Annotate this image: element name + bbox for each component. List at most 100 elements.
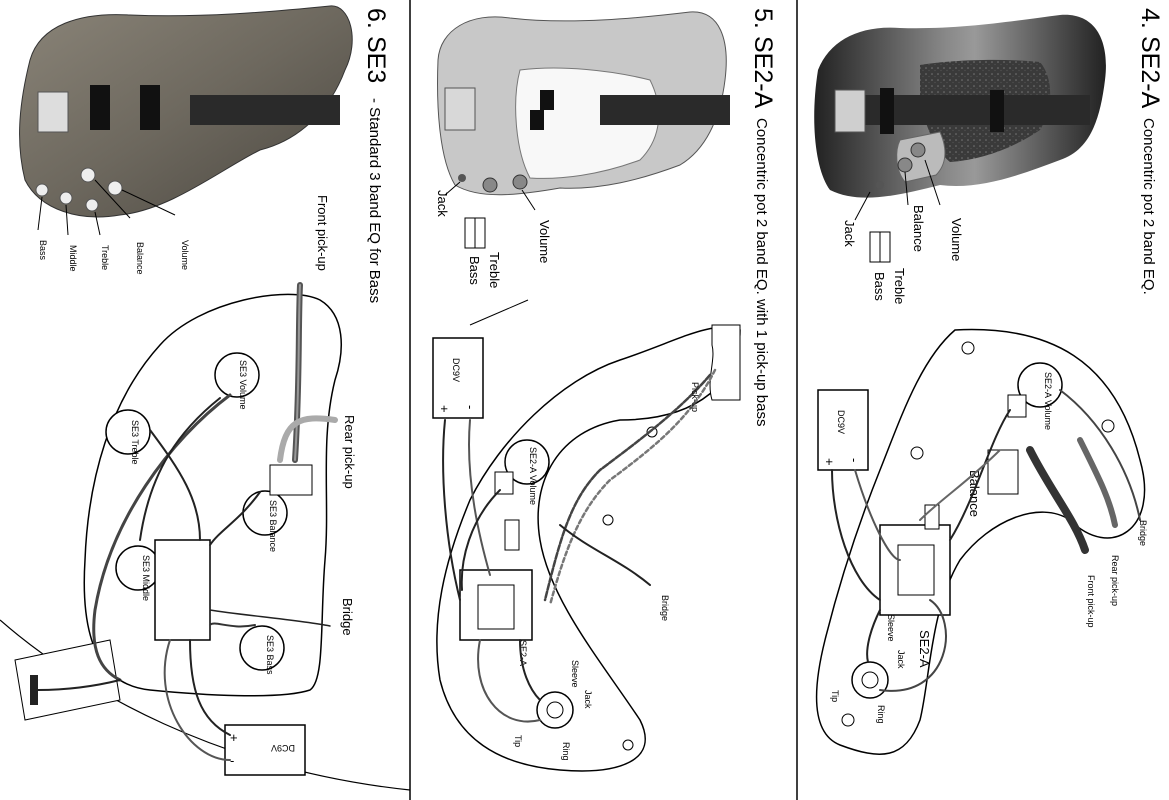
p4-label-bass: Bass xyxy=(872,272,887,301)
p4-jack: Jack Sleeve Tip Ring xyxy=(830,614,906,724)
panel-5-title: SE2-A xyxy=(749,36,777,109)
panel-6-title: SE3 xyxy=(362,36,390,83)
p4-front-pickup-label: Front pick-up xyxy=(1086,575,1096,628)
p6-label-volume: Volume xyxy=(180,240,190,270)
panel-4-number: 4. xyxy=(1136,8,1164,29)
p5-knob-volume xyxy=(512,174,528,190)
p4-pickguard xyxy=(815,328,1146,755)
precision-bass-photo xyxy=(437,11,730,196)
p6-knob-treble xyxy=(85,198,99,212)
panel-5-number: 5. xyxy=(749,8,777,29)
p4-bridge-label: Bridge xyxy=(1138,520,1148,546)
p5-battery: DC9V + - xyxy=(432,337,484,419)
p5-volume-pot-label: SE2-A Volume xyxy=(528,447,538,505)
p6-knob-volume xyxy=(107,180,123,196)
p5-bridge-label: Bridge xyxy=(660,595,670,621)
p4-knob-balance xyxy=(897,157,913,173)
p5-jack: Jack Sleeve Tip Ring xyxy=(513,660,593,761)
p4-battery-label: DC9V xyxy=(836,410,846,434)
p5-pickup-label: Pick-up xyxy=(690,382,700,412)
p6-pot-treble: SE3 Treble xyxy=(105,409,151,465)
p6-label-middle: Middle xyxy=(68,245,78,272)
p6-control-labels: Volume Balance Treble Middle Bass xyxy=(37,179,190,275)
p4-volume-pot: SE2-A Volume xyxy=(1007,362,1063,430)
svg-text:-: - xyxy=(463,405,478,409)
panel-6-subtitle: - Standard 3 band EQ for Bass xyxy=(366,98,383,303)
p6-pot-bass: SE3 Bass xyxy=(239,625,285,675)
p6-label-balance: Balance xyxy=(135,242,145,275)
p6-volume-pot-label: SE3 Volume xyxy=(238,360,248,410)
p5-wires xyxy=(442,368,717,723)
p4-wires xyxy=(831,389,1141,692)
p6-wire-labels: Front pick-up Rear pick-up Bridge xyxy=(315,195,357,636)
p4-label-balance: Balance xyxy=(911,205,926,252)
p6-treble-pot-label: SE3 Treble xyxy=(130,420,140,465)
p5-control-labels: Volume Jack Treble Bass xyxy=(435,181,552,326)
panel-5-heading: 5. SE2-A Concentric pot 2 band EQ. with … xyxy=(749,8,777,427)
p4-wire-labels: Bridge Rear pick-up Front pick-up xyxy=(1086,520,1148,628)
panel-5-subtitle: Concentric pot 2 band EQ. with 1 pick-up… xyxy=(753,118,770,427)
p6-neck xyxy=(190,95,340,125)
panel-4: 4. SE2-A Concentric pot 2 band EQ. Volum… xyxy=(814,8,1164,755)
p6-front-pickup-label: Front pick-up xyxy=(315,195,330,271)
panel-6-number: 6. xyxy=(362,8,390,29)
p5-jack-label: Jack xyxy=(583,690,593,709)
panel-6: 6. SE3 - Standard 3 band EQ for Bass Vol… xyxy=(0,5,411,791)
p5-label-volume: Volume xyxy=(537,220,552,263)
svg-text:-: - xyxy=(847,458,862,462)
p4-module-label: SE2-A xyxy=(917,630,932,668)
p6-label-bass: Bass xyxy=(38,240,48,261)
p6-label-treble: Treble xyxy=(100,245,110,270)
p5-label-treble: Treble xyxy=(487,252,502,288)
p6-wires xyxy=(37,282,338,761)
p6-module xyxy=(154,539,211,641)
svg-text:+: + xyxy=(230,730,238,745)
p6-battery-label: DC9V xyxy=(271,743,295,753)
p4-ring-label: Ring xyxy=(876,705,886,724)
p4-label-jack: Jack xyxy=(842,220,857,247)
p4-tip-label: Tip xyxy=(830,690,840,702)
p4-rear-pickup-label: Rear pick-up xyxy=(1110,555,1120,606)
svg-text:-: - xyxy=(230,753,234,768)
p6-middle-pot-label: SE3 Middle xyxy=(141,555,151,601)
p6-cavity xyxy=(83,293,342,697)
panel-6-heading: 6. SE3 - Standard 3 band EQ for Bass xyxy=(362,8,390,303)
p6-balance-pot-label: SE3 Balance xyxy=(268,500,278,552)
panel-5: 5. SE2-A Concentric pot 2 band EQ. with … xyxy=(432,8,777,772)
p5-ring-label: Ring xyxy=(561,742,571,761)
p6-knob-middle xyxy=(59,191,73,205)
p4-sleeve-label: Sleeve xyxy=(886,614,896,642)
p4-label-treble: Treble xyxy=(892,268,907,304)
p5-volume-pot: SE2-A Volume xyxy=(494,439,550,505)
p5-battery-label: DC9V xyxy=(451,358,461,382)
p5-module: SE2-A xyxy=(459,519,533,666)
p6-rear-pickup-label: Rear pick-up xyxy=(342,415,357,489)
p5-label-bass: Bass xyxy=(467,256,482,285)
p4-module: SE2-A xyxy=(879,504,951,668)
p6-knob-bass xyxy=(35,183,49,197)
panel-4-heading: 4. SE2-A Concentric pot 2 band EQ. xyxy=(1136,8,1164,295)
p4-label-volume: Volume xyxy=(949,218,964,261)
svg-text:+: + xyxy=(437,405,452,413)
p4-control-labels: Volume Balance Jack Treble Bass xyxy=(842,159,964,304)
p4-knob-volume xyxy=(910,142,926,158)
p5-tip-label: Tip xyxy=(513,735,523,747)
panel-4-title: SE2-A xyxy=(1136,36,1164,109)
p6-battery: DC9V + - xyxy=(224,724,306,776)
p4-jack-label: Jack xyxy=(896,650,906,669)
p5-label-jack: Jack xyxy=(435,190,450,217)
p5-module-label: SE2-A xyxy=(518,640,528,666)
p4-neck xyxy=(860,95,1090,125)
modern-bass-photo xyxy=(19,5,353,218)
p5-sleeve-label: Sleeve xyxy=(570,660,580,688)
p6-bass-pot-label: SE3 Bass xyxy=(265,635,275,675)
p6-knob-balance xyxy=(80,167,96,183)
p5-pickguard xyxy=(436,326,741,772)
svg-text:+: + xyxy=(822,458,837,466)
p5-neck xyxy=(600,95,730,125)
p4-volume-pot-label: SE2-A Volume xyxy=(1043,372,1053,430)
p6-pot-volume: SE3 Volume xyxy=(214,352,260,410)
p4-battery: DC9V + - xyxy=(817,389,869,471)
jazz-bass-photo xyxy=(814,14,1106,198)
